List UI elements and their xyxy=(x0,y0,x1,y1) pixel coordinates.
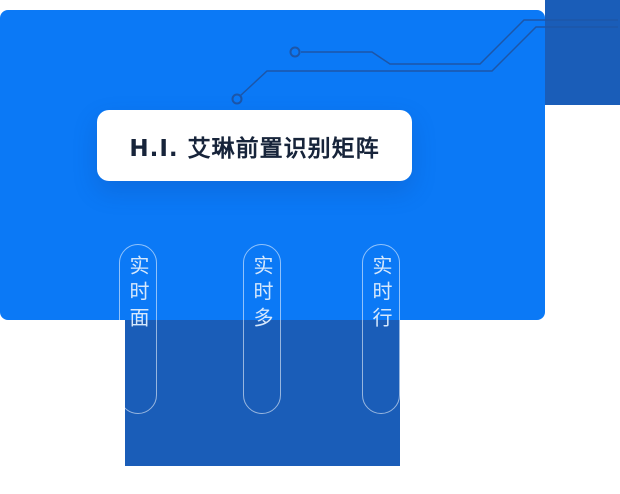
accent-square xyxy=(545,0,620,105)
feature-pill: 实时行 xyxy=(362,244,400,414)
lower-panel xyxy=(125,320,400,466)
feature-pill: 实时面 xyxy=(119,244,157,414)
title-card: H.I. 艾琳前置识别矩阵 xyxy=(97,110,412,181)
feature-pill: 实时多 xyxy=(243,244,281,414)
feature-pill-label: 实时行 xyxy=(369,255,393,333)
feature-pill-label: 实时多 xyxy=(250,255,274,333)
page-title: H.I. 艾琳前置识别矩阵 xyxy=(129,135,380,162)
feature-pill-label: 实时面 xyxy=(126,255,150,333)
